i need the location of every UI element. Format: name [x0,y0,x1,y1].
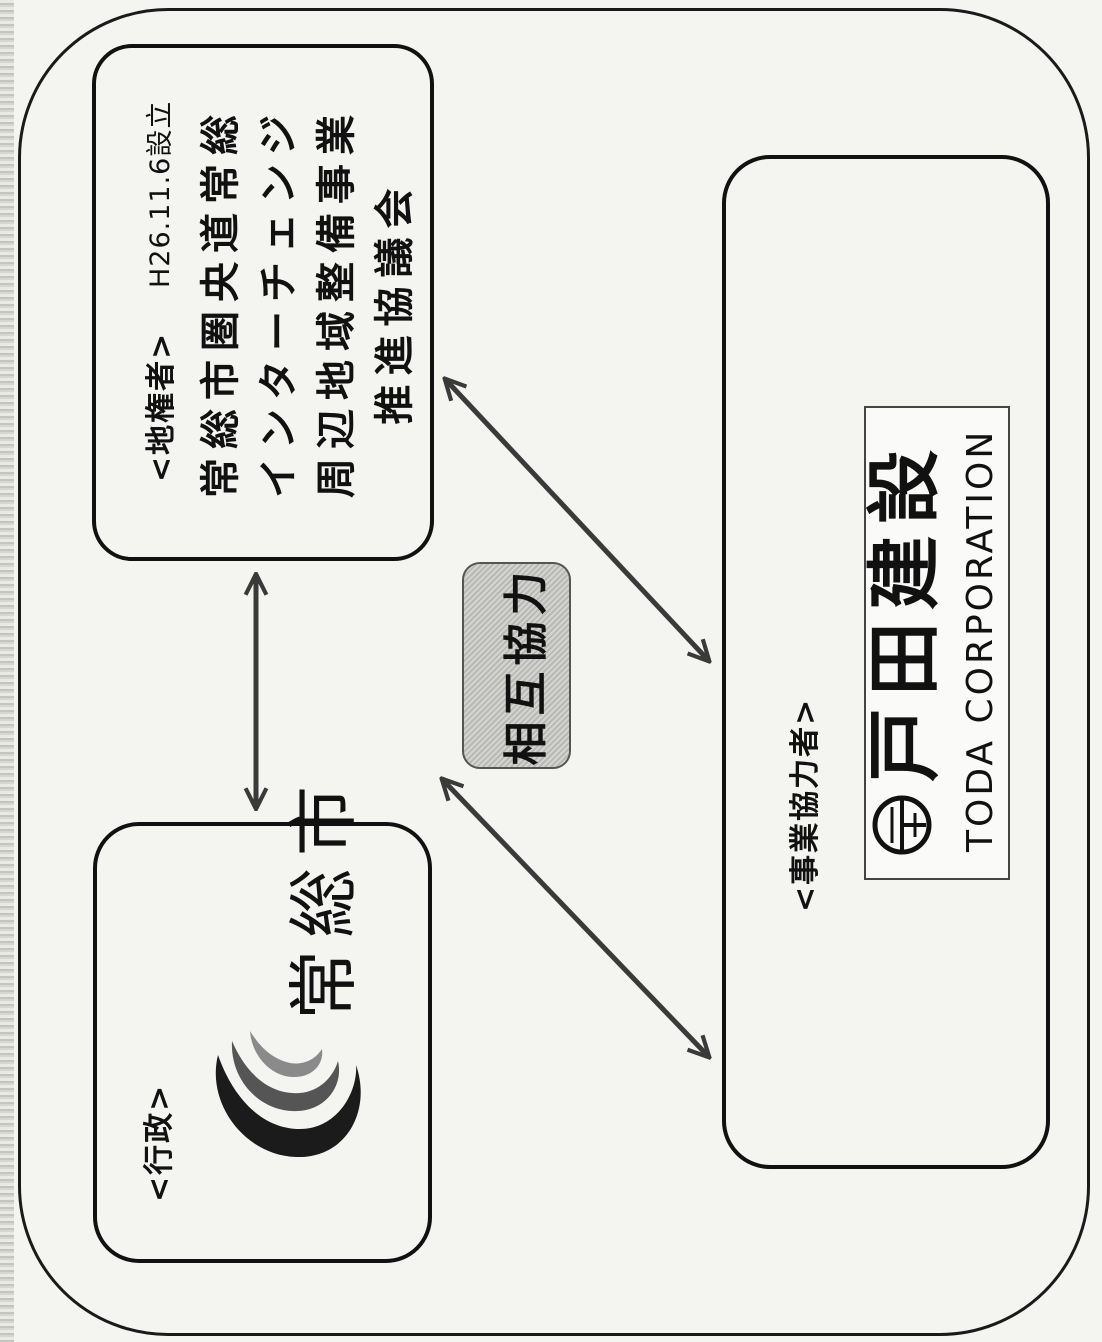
scan-edge [0,0,14,1342]
partner-heading: <事業協力者> [788,697,823,912]
partner-name-jp: 戸田建設 [862,438,948,782]
arrow-admin-partner [443,780,708,1056]
landowner-name-line: 周辺地域整備事業 [314,106,360,498]
landowner-name-line: インターチェンジ [256,106,302,498]
joso-city-logo-icon [215,1031,361,1158]
administration-name: 常総市 [283,774,365,1020]
arrow-landowner-partner [446,380,708,660]
landowner-heading: <地権者> [144,331,179,482]
established-date: H26.11.6設立 [145,100,176,288]
administration-heading: <行政> [142,1083,177,1202]
partner-name-en: TODA CORPORATION [960,428,1001,852]
landowner-name-line: 常総市圏央道常総 [198,106,244,498]
outer-frame [18,8,1090,1336]
landowner-name-line: 推進協議会 [372,179,418,425]
toda-circle-mark-icon [872,795,932,855]
mutual-cooperation-label: 相互協力 [501,565,552,766]
